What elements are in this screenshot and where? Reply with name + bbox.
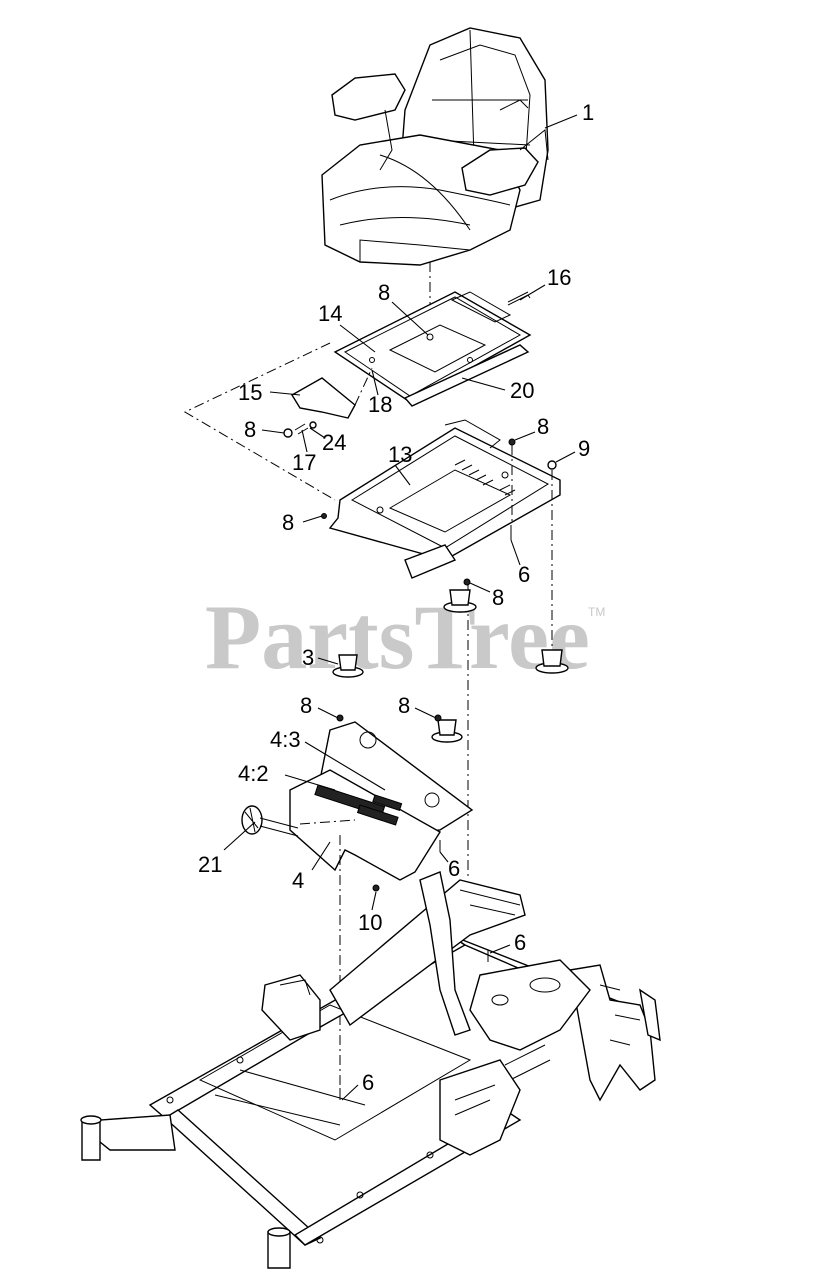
bracket-part: [291, 377, 356, 419]
nut-part: [372, 884, 380, 892]
callout-14: 14: [318, 301, 342, 326]
watermark-trademark: TM: [588, 605, 605, 619]
callout-labels: 1 16 8 14 20 15 18 8 24 17 8 9 13 8 6 8 …: [198, 100, 594, 1095]
callout-9: 9: [578, 436, 590, 461]
seat-plate-part: [333, 291, 532, 407]
callout-8: 8: [492, 585, 504, 610]
callout-6: 6: [362, 1070, 374, 1095]
isolator-part: [443, 578, 477, 613]
callout-17: 17: [292, 450, 316, 475]
callout-18: 18: [368, 392, 392, 417]
spring-part: [283, 421, 317, 438]
chassis-frame: [80, 871, 661, 1269]
callout-8: 8: [282, 510, 294, 535]
nut-part: [547, 460, 557, 470]
callout-16: 16: [547, 265, 571, 290]
callout-8: 8: [300, 693, 312, 718]
callout-4: 4: [292, 868, 304, 893]
leader-lines: [223, 114, 578, 1101]
seat-base-plate-part: [328, 419, 561, 579]
callout-1: 1: [582, 100, 594, 125]
nut-part: [508, 438, 516, 446]
seat-part: [321, 27, 549, 266]
watermark-text: PartsTree: [205, 586, 590, 688]
callout-13: 13: [388, 442, 412, 467]
callout-3: 3: [302, 645, 314, 670]
callout-4-2: 4:2: [238, 761, 269, 786]
callout-8: 8: [378, 280, 390, 305]
bracket-assembly-line: [183, 342, 336, 501]
callout-8: 8: [244, 417, 256, 442]
callout-6: 6: [448, 856, 460, 881]
callout-15: 15: [238, 380, 262, 405]
callout-8: 8: [537, 414, 549, 439]
callout-10: 10: [358, 910, 382, 935]
callout-4-3: 4:3: [270, 727, 301, 752]
callout-20: 20: [510, 378, 534, 403]
pin-part: [507, 291, 531, 306]
manual-tube-part: [241, 805, 299, 837]
isolator-part: [332, 654, 364, 678]
callout-8: 8: [398, 693, 410, 718]
isolator-part: [431, 714, 463, 743]
seat-support-part: [289, 721, 474, 881]
callout-6: 6: [518, 562, 530, 587]
callout-21: 21: [198, 852, 222, 877]
isolator-part: [535, 649, 569, 674]
callout-24: 24: [322, 430, 346, 455]
nut-part: [321, 513, 327, 519]
callout-6: 6: [514, 930, 526, 955]
